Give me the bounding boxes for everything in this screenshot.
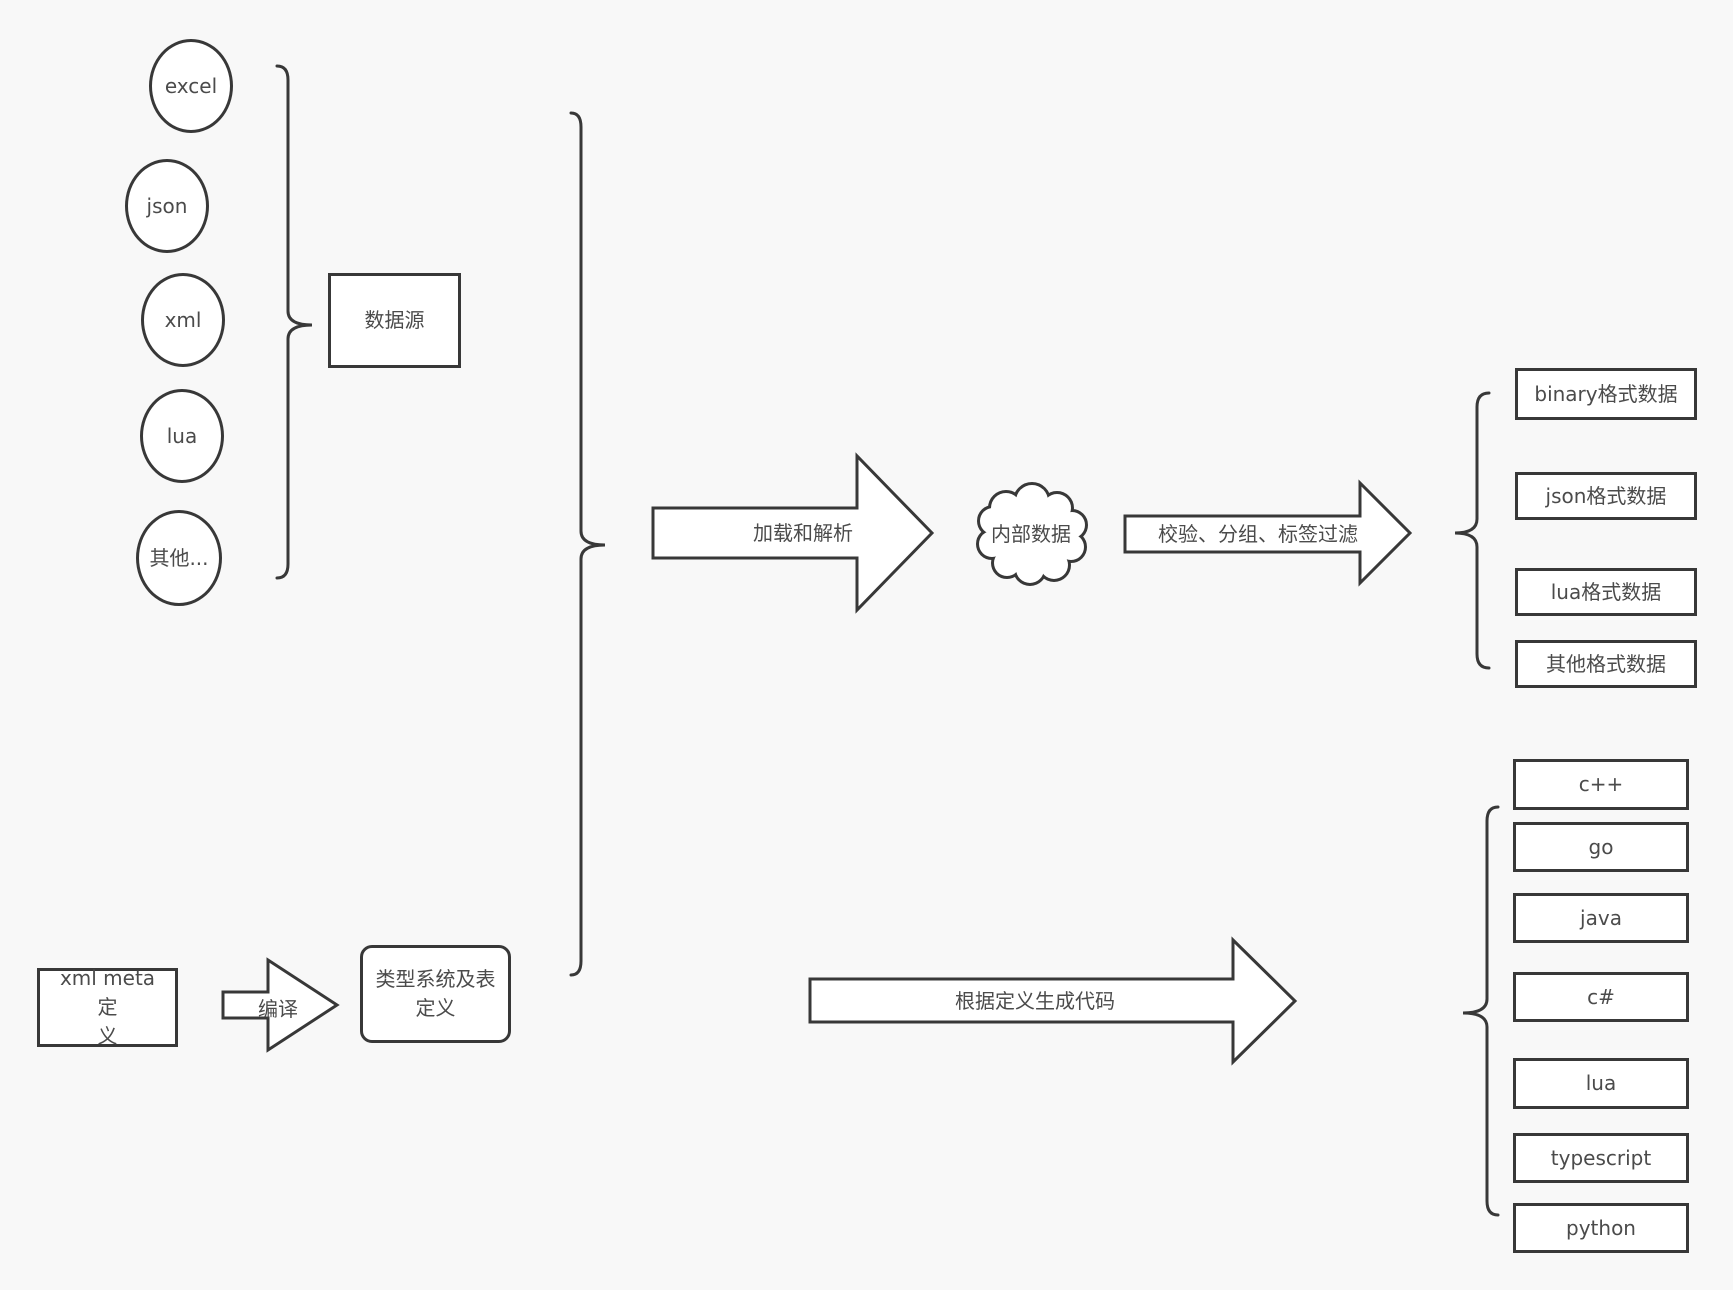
pipeline-brace — [569, 111, 606, 977]
sources-brace — [275, 64, 313, 580]
data-source-group-box: 数据源 — [328, 273, 461, 368]
codegen-arrow-shape — [808, 936, 1298, 1066]
language-box-java: java — [1513, 893, 1689, 943]
outputs-brace — [1454, 391, 1491, 670]
xml-meta-definition-box: xml meta定 义 — [37, 966, 178, 1048]
language-box-csharp: c# — [1513, 972, 1689, 1022]
output-box-other: 其他格式数据 — [1515, 640, 1697, 688]
internal-data-cloud-label: 内部数据 — [991, 522, 1071, 546]
codegen-arrow-label: 根据定义生成代码 — [955, 989, 1115, 1013]
compile-arrow-label: 编译 — [258, 997, 298, 1021]
output-box-json: json格式数据 — [1515, 472, 1697, 520]
language-box-go: go — [1513, 822, 1689, 872]
languages-brace — [1462, 805, 1500, 1217]
output-box-lua: lua格式数据 — [1515, 568, 1697, 616]
language-box-python: python — [1513, 1203, 1689, 1253]
filter-arrow-shape — [1123, 479, 1413, 587]
source-ellipse-other: 其他... — [136, 510, 222, 606]
internal-data-cloud-shape — [976, 482, 1088, 586]
filter-arrow-label: 校验、分组、标签过滤 — [1158, 522, 1358, 546]
compile-arrow-shape — [221, 957, 340, 1053]
language-box-cpp: c++ — [1513, 759, 1689, 810]
language-box-lua: lua — [1513, 1058, 1689, 1109]
language-box-typescript: typescript — [1513, 1133, 1689, 1183]
source-ellipse-lua: lua — [140, 389, 224, 483]
load-parse-arrow-shape — [651, 452, 935, 614]
output-box-binary: binary格式数据 — [1515, 368, 1697, 420]
source-ellipse-xml: xml — [141, 273, 225, 367]
source-ellipse-excel: excel — [149, 39, 233, 133]
load-parse-arrow-label: 加载和解析 — [753, 521, 853, 545]
source-ellipse-json: json — [125, 159, 209, 253]
type-system-definition-box: 类型系统及表 定义 — [360, 945, 511, 1043]
